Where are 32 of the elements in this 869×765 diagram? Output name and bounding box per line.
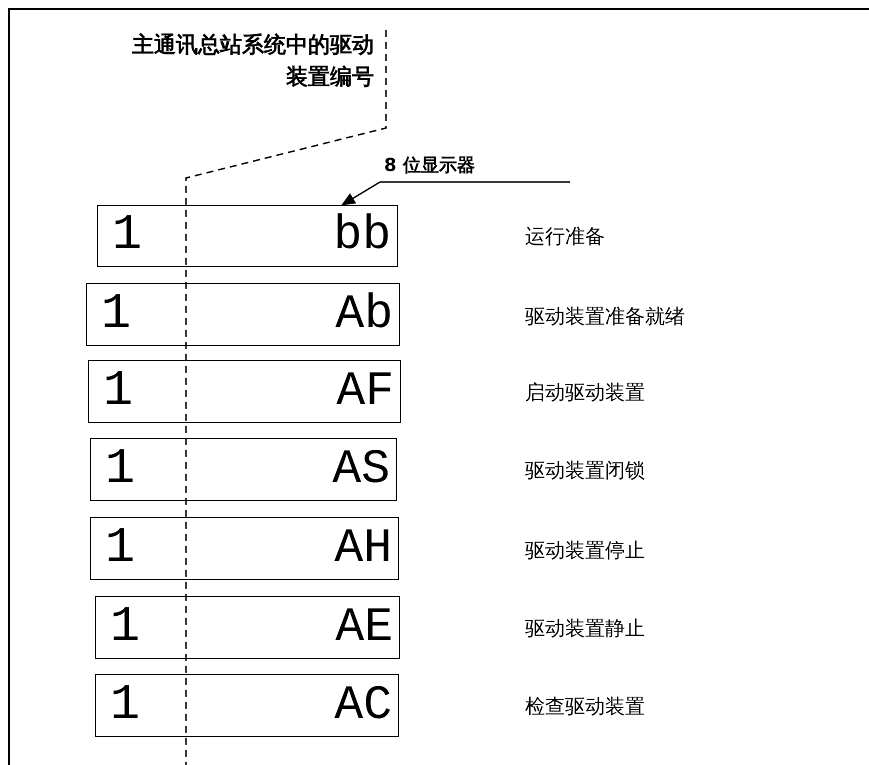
- display-box: [90, 438, 397, 501]
- description-text: 驱动装置静止: [525, 618, 645, 638]
- digit-text: 1: [110, 680, 140, 730]
- callout-text: 8 位显示器: [380, 153, 490, 181]
- display-box: [95, 596, 400, 659]
- description-text: 驱动装置准备就绪: [525, 306, 685, 326]
- description-text: 检查驱动装置: [525, 696, 645, 716]
- display-box: [86, 283, 400, 346]
- description-text: 启动驱动装置: [525, 382, 645, 402]
- display-box: [90, 517, 399, 580]
- code-text: AS: [332, 446, 390, 494]
- display-box: [97, 205, 398, 267]
- code-text: bb: [333, 212, 391, 260]
- digit-text: 1: [103, 366, 134, 416]
- display-box: [88, 360, 401, 423]
- display-box: [95, 674, 399, 737]
- callout-text: 主通讯总站系统中的驱动装置编号: [112, 30, 382, 100]
- code-text: AF: [336, 368, 394, 416]
- leader-line: [185, 30, 387, 765]
- description-text: 运行准备: [525, 226, 605, 246]
- code-text: AE: [335, 604, 393, 652]
- code-text: AH: [334, 524, 392, 572]
- description-text: 驱动装置闭锁: [525, 460, 645, 480]
- digit-text: 1: [105, 444, 136, 494]
- code-text: AC: [334, 682, 392, 730]
- leader-arrow: [341, 181, 380, 206]
- description-text: 驱动装置停止: [525, 540, 645, 560]
- digit-text: 1: [105, 524, 136, 574]
- digit-text: 1: [101, 290, 132, 340]
- digit-text: 1: [112, 211, 142, 261]
- digit-text: 1: [110, 602, 140, 652]
- code-text: Ab: [335, 290, 393, 338]
